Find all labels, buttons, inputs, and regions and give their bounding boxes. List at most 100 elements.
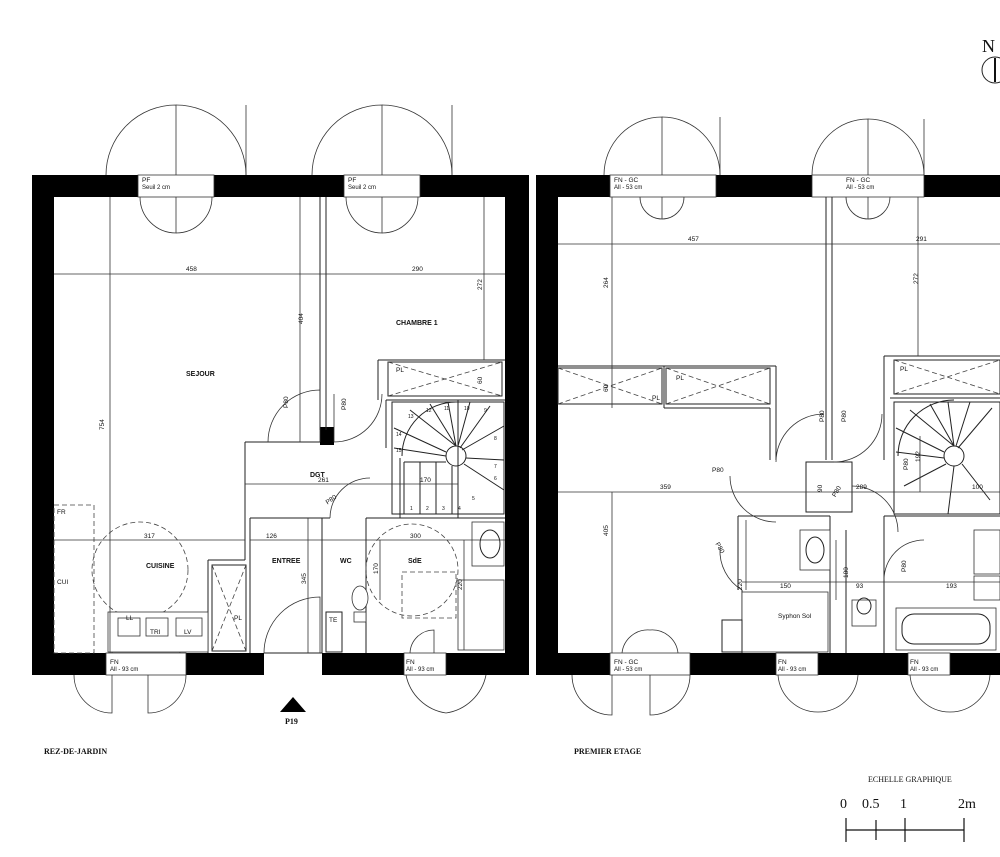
- room-name-chambre: CHAMBRE 1: [396, 320, 438, 327]
- door-swing: [883, 539, 925, 581]
- dimension-value: 60: [603, 384, 610, 392]
- dishwasher-label: LL: [126, 615, 134, 622]
- fn-label: FN: [406, 659, 415, 666]
- dimension-value: 345: [301, 573, 308, 584]
- dimension-value: 193: [946, 583, 957, 590]
- dimension-value: 192: [915, 451, 922, 462]
- fn-sill-label: All - 93 cm: [910, 667, 938, 673]
- door-label: P80: [325, 494, 339, 507]
- fn-label: FN - GC: [846, 177, 870, 184]
- wall-south-2: [690, 653, 776, 675]
- door-label: P80: [712, 467, 724, 474]
- stair-step-number: 15: [396, 448, 402, 454]
- wall-west: [536, 175, 558, 675]
- door-swing-sejour: [267, 389, 321, 443]
- stair-step-number: 10: [464, 406, 470, 412]
- dimension-value: 300: [410, 533, 421, 540]
- stair-step-number: 3: [442, 506, 445, 512]
- closet-pl: [557, 359, 1000, 405]
- stair-step-number: 14: [396, 432, 402, 438]
- wall-north-2: [214, 175, 344, 197]
- dimension-value: 272: [477, 279, 484, 290]
- scale-bar: ECHELLE GRAPHIQUE 0 0.5 1 2m: [840, 775, 976, 842]
- closet-pl: [387, 361, 503, 397]
- wall-east: [505, 175, 529, 675]
- wall-south-2: [186, 653, 264, 675]
- dimension-value: 405: [603, 525, 610, 536]
- door-swing: [775, 413, 825, 463]
- door-label: P80: [341, 398, 348, 410]
- fn-label: FN: [778, 659, 787, 666]
- stair-step-number: 4: [458, 506, 461, 512]
- dimension-value: 220: [737, 579, 744, 590]
- compass-icon: [981, 56, 1000, 84]
- dimension-value: 264: [603, 277, 610, 288]
- dimension-value: 170: [420, 477, 431, 484]
- fn-sill-label: All - 53 cm: [614, 667, 642, 673]
- scale-tick-label: 2m: [958, 797, 976, 812]
- dimension-value: 317: [144, 533, 155, 540]
- washing-machine-label: LV: [184, 629, 192, 636]
- dimension-value: 289: [856, 484, 867, 491]
- door-label: P80: [283, 396, 290, 408]
- first-floor-plan: FN - GC All - 53 cm FN - GC All - 53 cm …: [536, 116, 1000, 716]
- meter-label: TE: [329, 617, 338, 624]
- dimension-value: 126: [266, 533, 277, 540]
- dimension-value: 359: [660, 484, 671, 491]
- wall-south-4: [446, 653, 529, 675]
- first-floor-title: PREMIER ETAGE: [574, 747, 641, 756]
- dimension-value: 150: [780, 583, 791, 590]
- french-door-north-2: [311, 104, 453, 234]
- dimension-value: 180: [843, 567, 850, 578]
- entrance-arrow-icon: [280, 697, 306, 712]
- window-south-1: [571, 629, 691, 716]
- dimension-value: 90: [817, 484, 824, 492]
- window-south-3: [907, 652, 991, 713]
- scale-tick-label: 0: [840, 797, 847, 812]
- wall-pillar: [320, 427, 334, 445]
- fn-label: FN: [110, 659, 119, 666]
- window-south-2: [403, 629, 487, 714]
- stair-step-number: 12: [426, 408, 432, 414]
- dimension-lines: [558, 197, 1000, 653]
- dimension-value: 290: [412, 266, 423, 273]
- shaft: [805, 461, 853, 513]
- stair-step-number: 8: [494, 436, 497, 442]
- bathroom-fixtures: [325, 521, 505, 653]
- dimension-value: 93: [856, 583, 864, 590]
- dimension-value: 291: [916, 236, 927, 243]
- door-label: P80: [831, 485, 843, 499]
- door-swing: [729, 475, 777, 523]
- room-name-wc: WC: [340, 558, 352, 565]
- wall-north-3: [420, 175, 529, 197]
- stair-step-number: 6: [494, 476, 497, 482]
- scale-tick-label: 0.5: [862, 797, 880, 812]
- closet-label: PL: [676, 375, 684, 382]
- door-label: P80: [903, 458, 910, 470]
- cooker-label: CUI: [57, 579, 68, 586]
- fn-sill-label: All - 53 cm: [614, 185, 642, 191]
- drain-label: Syphon Sol: [778, 613, 812, 620]
- staircase: [391, 401, 505, 515]
- french-door-north-1: [105, 104, 247, 234]
- entrance-door: [263, 596, 322, 654]
- stair-step-number: 11: [444, 406, 449, 412]
- ground-floor-title: REZ-DE-JARDIN: [44, 747, 107, 756]
- pf-label: PF: [142, 177, 150, 184]
- wall-south-3: [818, 653, 908, 675]
- dimension-lines: [54, 197, 505, 653]
- dimension-value: 754: [99, 419, 106, 430]
- stair-step-number: 2: [426, 506, 429, 512]
- sorting-label: TRI: [150, 629, 161, 636]
- wall-south-3: [322, 653, 404, 675]
- dimension-value: 170: [373, 563, 380, 574]
- room-name-entree: ENTREE: [272, 558, 301, 565]
- stair-step-number: 7: [494, 464, 497, 470]
- stair-step-number: 9: [484, 408, 487, 414]
- fridge-label: FR: [57, 509, 66, 516]
- door-swing-wc: [329, 477, 371, 519]
- wall-west: [32, 175, 54, 675]
- door-swing: [851, 485, 899, 533]
- fn-label: FN - GC: [614, 177, 638, 184]
- scale-title: ECHELLE GRAPHIQUE: [868, 775, 952, 784]
